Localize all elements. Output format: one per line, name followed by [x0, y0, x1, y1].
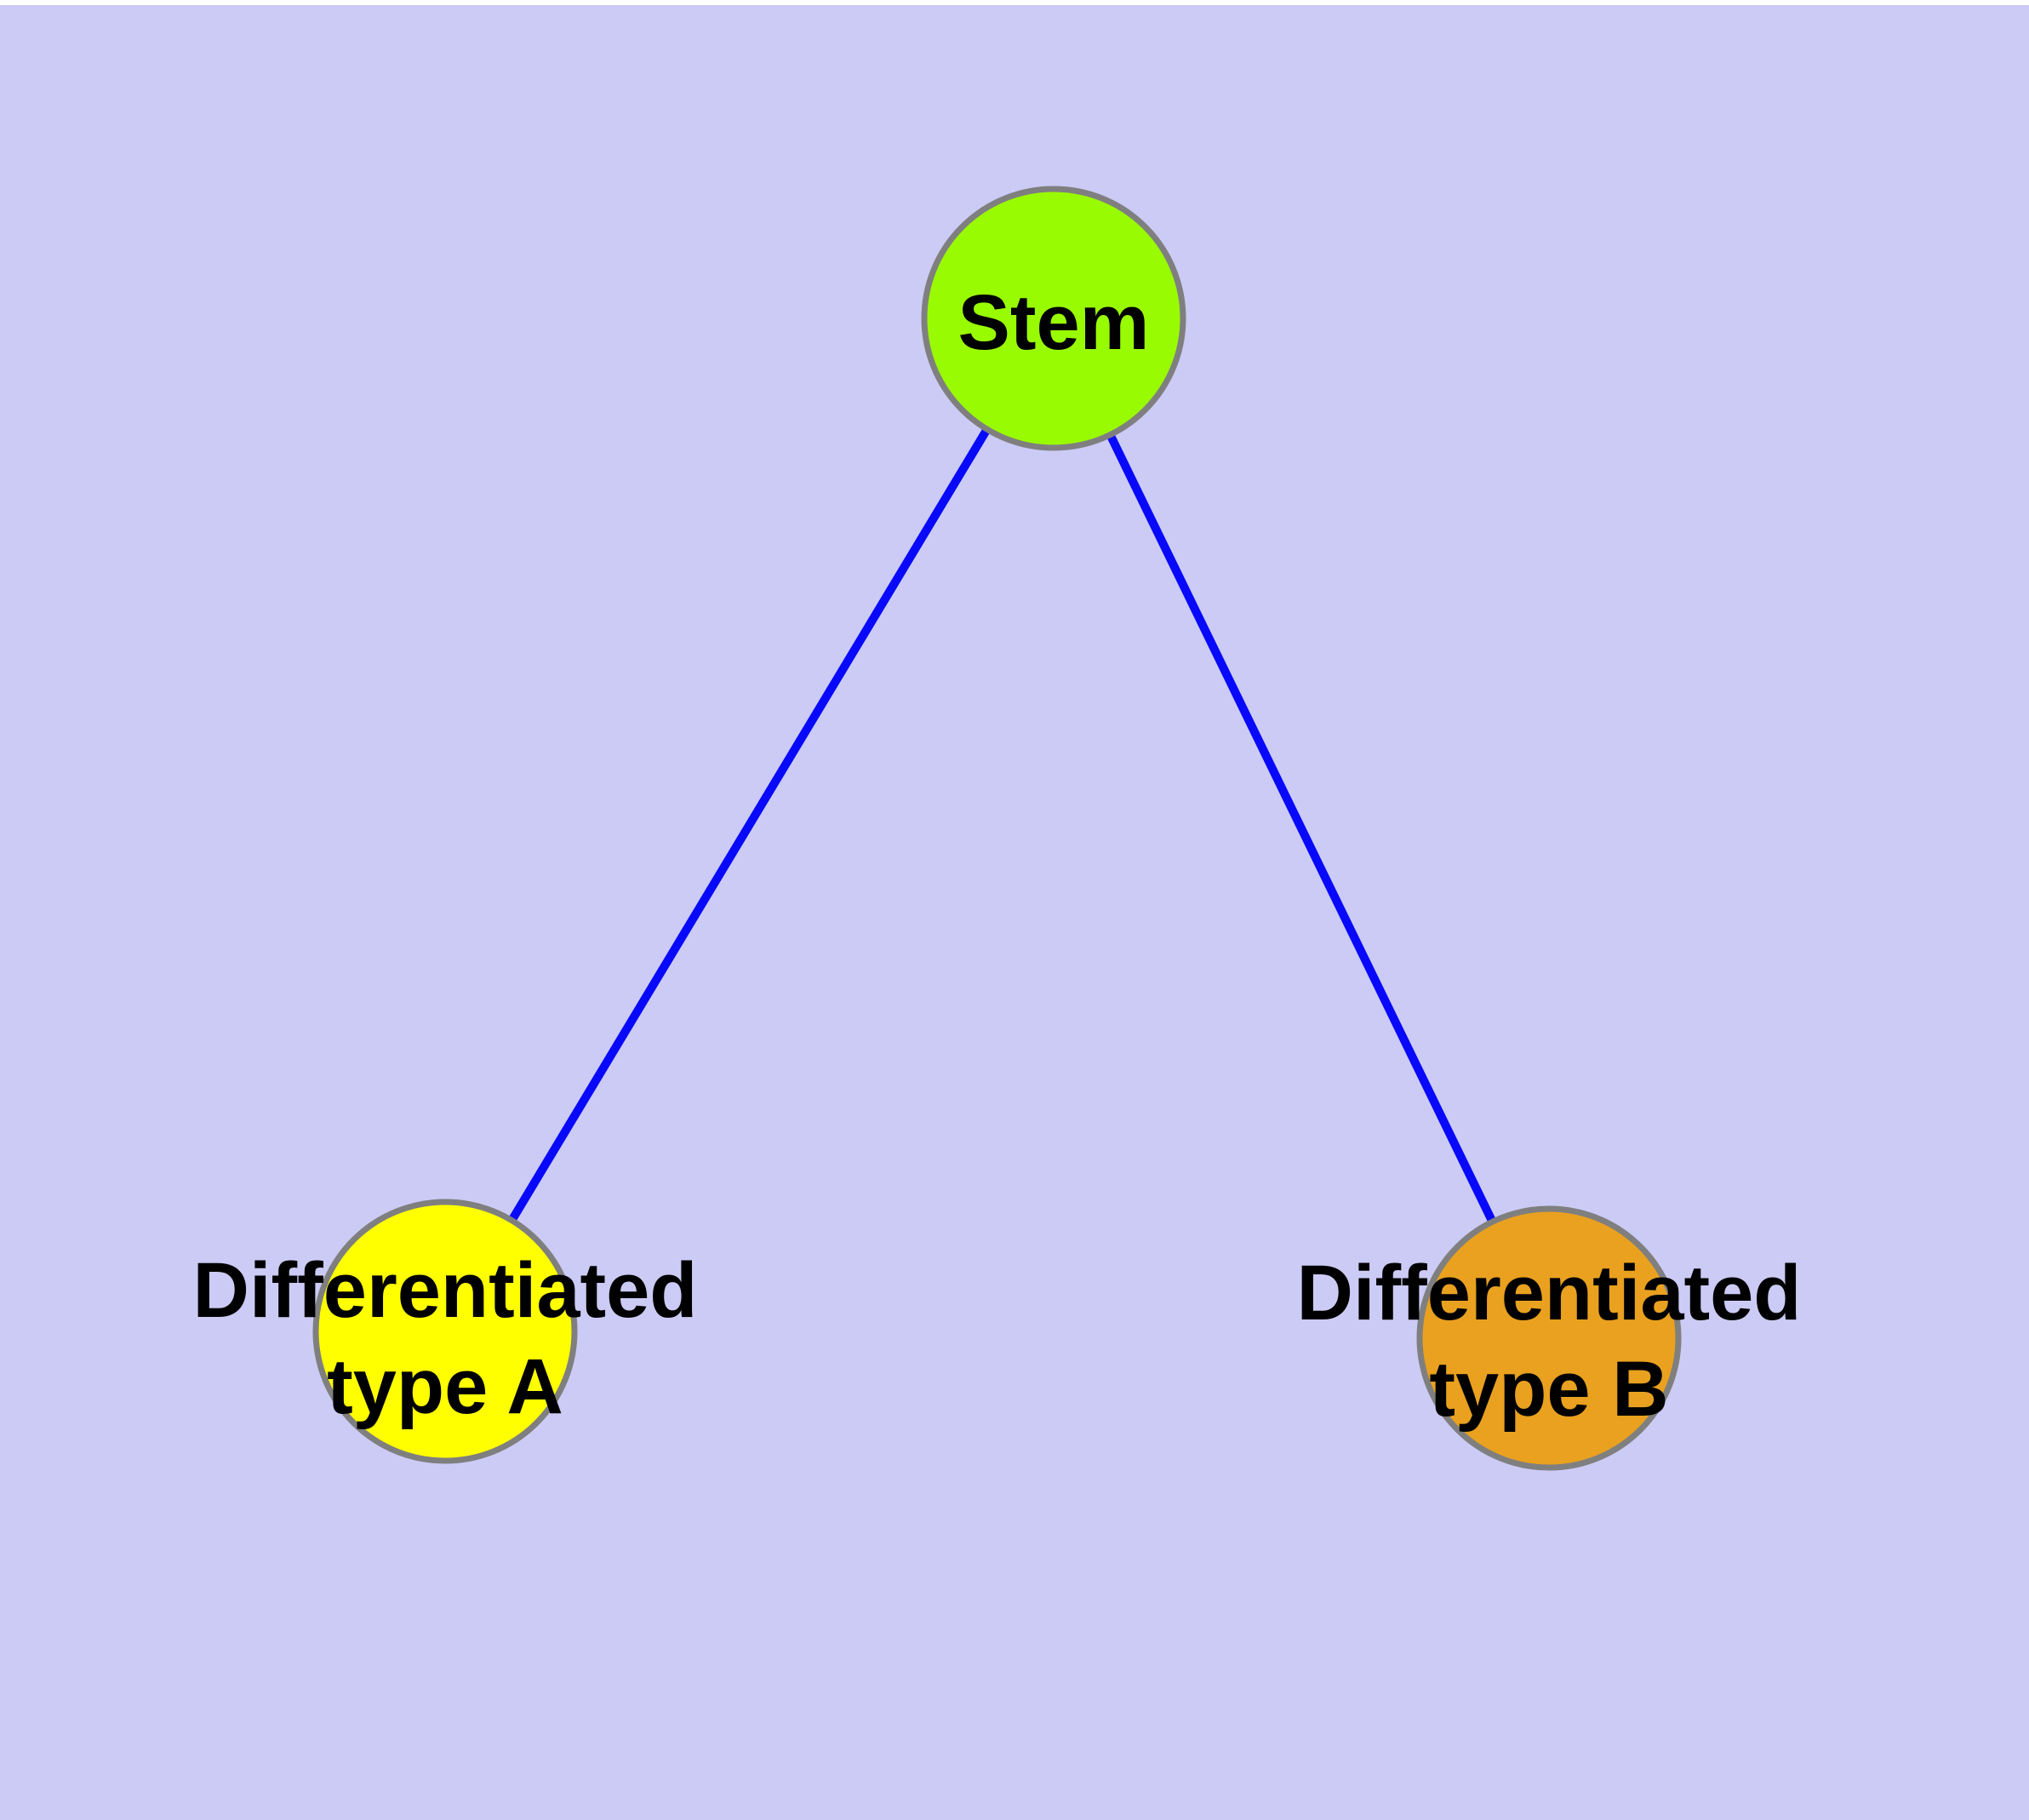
edges [441, 316, 1553, 1341]
node-type-b-label-line1: Differentiated [1297, 1250, 1802, 1336]
node-stem [921, 186, 1186, 451]
top-margin-strip [0, 0, 2029, 5]
node-type-a-label-line2: type A [327, 1343, 563, 1430]
nodes [312, 186, 1682, 1471]
edge-stem-to-type-b [1049, 316, 1553, 1341]
node-stem-label: Stem [958, 279, 1150, 366]
node-type-b [1416, 1205, 1682, 1471]
node-type-b-label-line2: type B [1429, 1346, 1668, 1433]
node-type-a [312, 1199, 578, 1464]
node-labels: Stem Differentiated type A Differentiate… [193, 279, 1802, 1433]
edge-stem-to-type-a [441, 316, 1058, 1334]
node-type-a-label-line1: Differentiated [193, 1247, 698, 1334]
